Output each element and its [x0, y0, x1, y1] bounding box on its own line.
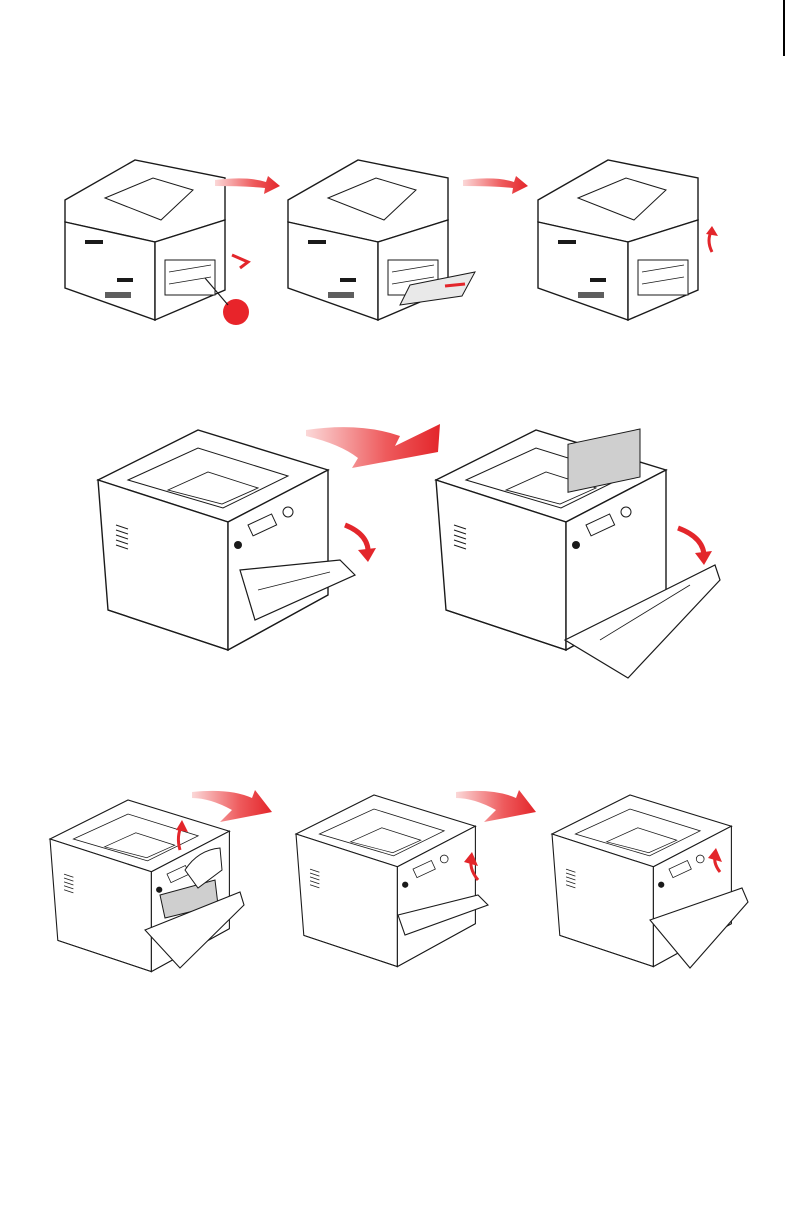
panel-rear-pull-paper: [288, 160, 475, 320]
step-arrow-icon: [463, 176, 528, 194]
panel-front-close-tray: [552, 795, 748, 968]
panel-front-open-front-cover: [436, 429, 720, 678]
panel-front-open-mp-tray: [98, 430, 376, 650]
step-arrow-icon: [306, 424, 440, 468]
panel-front-close-cover: [296, 795, 488, 967]
step-arrow-icon: [192, 790, 272, 822]
step-arrow-icon: [456, 790, 536, 822]
panel-rear-close-door: [538, 160, 718, 320]
panel-front-remove-paper: [50, 800, 244, 972]
